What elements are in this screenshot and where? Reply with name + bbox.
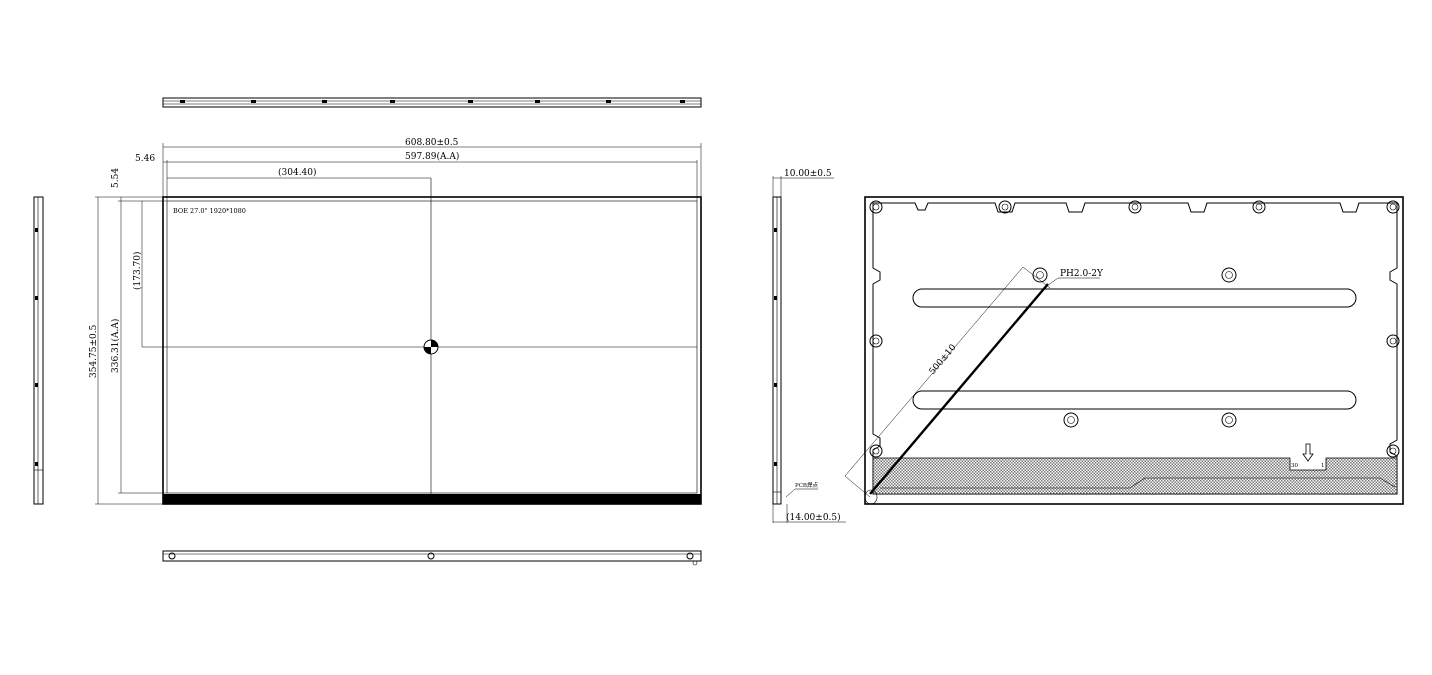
dim-thickness-bottom: (14.00±0.5): [786, 512, 841, 523]
bottom-edge-view: [162, 550, 702, 566]
pcb-area: 30 1: [872, 443, 1398, 495]
pin-last-label: 1: [1321, 463, 1325, 469]
center-mark-icon: [423, 339, 439, 355]
cable-length: 500±10: [928, 343, 959, 377]
rear-view: 30 1 500±10 PH2.0-2Y: [844, 196, 1404, 505]
dim-offset-top: 5.54: [111, 168, 121, 188]
top-edge-view: [162, 97, 702, 108]
dim-width-total: 608.80±0.5: [405, 138, 459, 148]
dim-half-width: (304.40): [278, 167, 317, 178]
side-view: 10.00±0.5 (14.00±0.5) PCB焊点: [772, 169, 846, 523]
pcb-label: PCB焊点: [795, 481, 818, 489]
dim-height-total: 354.75±0.5: [89, 324, 99, 378]
dim-width-active: 597.89(A.A): [405, 151, 459, 162]
screw-bosses: [869, 200, 1400, 458]
top-edge-clips: [180, 100, 685, 103]
down-arrow-icon: [1302, 443, 1314, 462]
connector-label: PH2.0-2Y: [1060, 269, 1104, 279]
dim-thickness-top: 10.00±0.5: [784, 169, 832, 179]
dim-offset-left: 5.46: [135, 154, 155, 164]
dim-half-height: (173.70): [132, 251, 143, 290]
pin-first-label: 30: [1291, 463, 1298, 469]
left-edge-view: [33, 196, 44, 505]
front-view-dimensions: 608.80±0.5 597.89(A.A) 5.46 (304.40) 354…: [89, 138, 702, 505]
dim-height-active: 336.31(A.A): [110, 319, 121, 373]
front-view: BOE 27.0" 1920*1080: [142, 178, 702, 505]
panel-label: BOE 27.0" 1920*1080: [173, 207, 246, 215]
